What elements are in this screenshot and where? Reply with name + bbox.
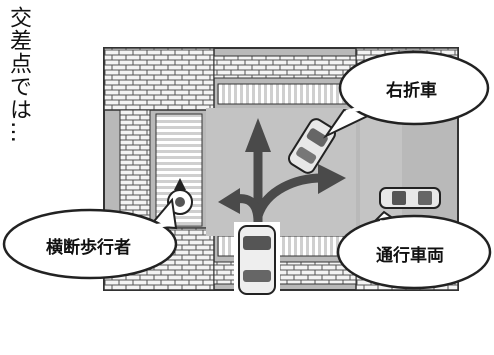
callout-through-car — [336, 210, 492, 290]
right-turn-car — [287, 118, 337, 174]
callout-pedestrian — [2, 197, 178, 280]
direction-arrows — [218, 118, 346, 228]
crosswalk-right — [360, 114, 402, 226]
sidewalk-top — [213, 55, 357, 79]
page-title: 交差点では… — [6, 6, 31, 144]
building-top-left — [103, 47, 215, 111]
our-car — [238, 225, 276, 295]
label-through-car: 通行車両 — [376, 246, 444, 266]
callout-right-turn-car — [323, 50, 490, 139]
label-pedestrian: 横断歩行者 — [46, 238, 131, 258]
crosswalk-top — [217, 83, 353, 105]
label-right-turn-car: 右折車 — [386, 81, 437, 101]
sidewalk-left — [119, 109, 151, 229]
through-car — [379, 187, 441, 209]
